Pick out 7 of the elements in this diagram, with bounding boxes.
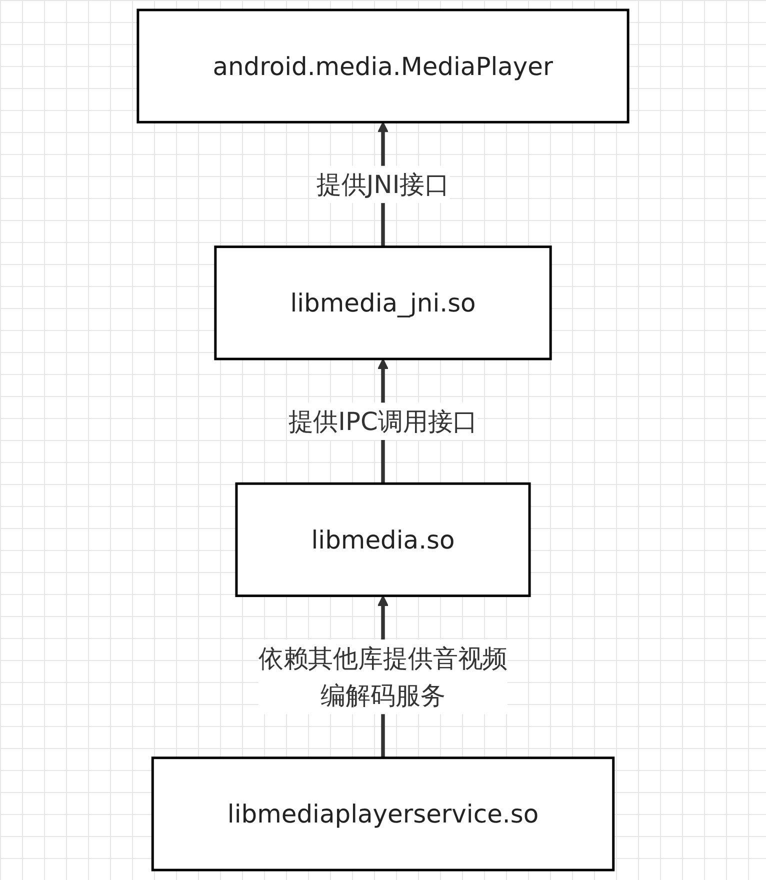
edge-label: 提供JNI接口 — [316, 170, 450, 200]
node-box: android.media.MediaPlayer — [136, 8, 630, 124]
edge-label: 依赖其他库提供音视频编解码服务 — [258, 643, 508, 710]
node-box: libmedia.so — [235, 482, 531, 598]
node-box: libmedia_jni.so — [214, 246, 552, 360]
edge-label: 提供IPC调用接口 — [288, 406, 478, 436]
node-box: libmediaplayerservice.so — [151, 756, 615, 872]
